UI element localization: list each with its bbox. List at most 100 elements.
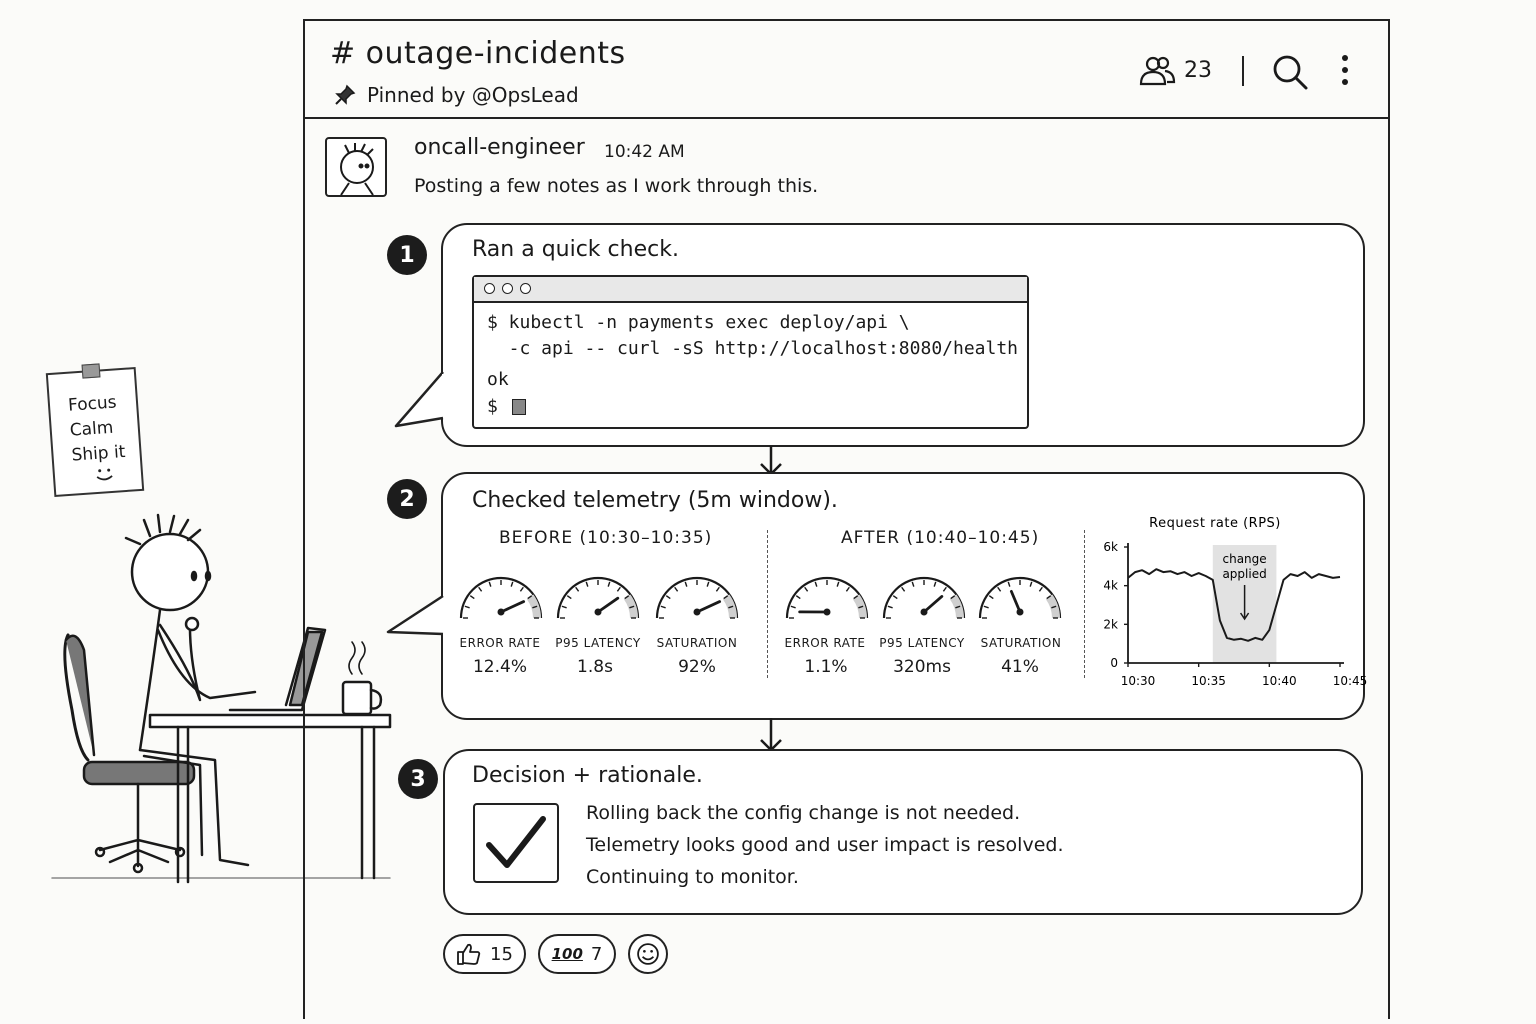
reaction-count: 15 <box>490 943 513 965</box>
x-tick-label: 10:30 <box>1121 674 1156 688</box>
y-tick-label: 0 <box>1110 656 1118 670</box>
window-dot-icon <box>520 283 531 294</box>
gauge-value: 320ms <box>893 657 951 677</box>
gauge-tick <box>1051 605 1057 609</box>
smiley-doodle-icon <box>96 468 113 481</box>
gauge-tick <box>469 595 475 600</box>
gauge-value: 92% <box>678 657 716 677</box>
gauge-tick <box>911 581 915 587</box>
search-icon[interactable] <box>1270 52 1310 92</box>
gauge-tick <box>616 586 621 592</box>
decision-line: Continuing to monitor. <box>586 866 799 888</box>
gauge-tick <box>988 595 994 600</box>
message-timestamp[interactable]: 10:42 AM <box>604 142 685 162</box>
gauge-tick <box>532 605 538 609</box>
window-dot-icon <box>502 283 513 294</box>
bubble-tail <box>394 371 446 428</box>
gauge-tick <box>836 581 840 587</box>
hundred-points-icon: 100 <box>551 945 583 963</box>
smiley-icon[interactable] <box>628 934 668 974</box>
gauge-tick <box>674 586 679 592</box>
x-tick-label: 10:35 <box>1191 674 1226 688</box>
gauge-value: 41% <box>1001 657 1039 677</box>
engineer-at-desk-illustration <box>51 513 392 884</box>
gauge-tick <box>955 605 961 609</box>
gauge-tick <box>527 595 533 600</box>
gauge-dial <box>655 576 739 619</box>
checkbox[interactable] <box>473 803 559 883</box>
terminal-line: -c api -- curl -sS http://localhost:8080… <box>487 338 1019 359</box>
gauge-tick <box>901 586 906 592</box>
message-author[interactable]: oncall-engineer <box>414 135 585 160</box>
gauge-tick <box>561 605 567 609</box>
gauge-needle <box>922 595 944 614</box>
gauge-tick <box>728 605 734 609</box>
gauge-hub <box>497 608 505 616</box>
gauge-tick <box>723 595 729 600</box>
decision-line: Rolling back the config change is not ne… <box>586 802 1021 824</box>
x-tick-label: 10:40 <box>1262 674 1297 688</box>
gauge-tick <box>804 586 809 592</box>
gauge-zone <box>722 594 737 618</box>
gauge-tick <box>629 605 635 609</box>
gauge-needle <box>596 596 620 614</box>
pin-icon <box>335 84 356 105</box>
gauge-dial <box>882 576 966 619</box>
annotation-label: applied <box>1222 567 1266 581</box>
gauge-tick <box>887 605 893 609</box>
terminal-window[interactable]: $ kubectl -n payments exec deploy/api \ … <box>472 275 1029 429</box>
reaction-thumbs-up[interactable]: 15 <box>443 934 526 974</box>
gauge-value: 1.1% <box>804 657 848 677</box>
note-line-2: Calm <box>69 417 115 441</box>
avatar-face-icon <box>340 143 374 196</box>
step-number-2: 2 <box>387 479 427 519</box>
terminal-titlebar <box>474 277 1027 303</box>
gauge-tick <box>478 586 483 592</box>
gauge-needle <box>499 600 526 614</box>
more-vertical-icon[interactable] <box>1332 52 1358 92</box>
annotation-label: change <box>1223 552 1267 566</box>
gauge-zone <box>526 594 541 618</box>
y-tick-label: 6k <box>1103 540 1118 554</box>
channel-title[interactable]: # outage-incidents <box>330 36 626 71</box>
step-3-title: Decision + rationale. <box>472 763 703 788</box>
step-number-3: 3 <box>398 759 438 799</box>
gauge-tick <box>684 581 688 587</box>
gauge-zone <box>852 594 867 618</box>
before-group-label: BEFORE (10:30–10:35) <box>499 528 713 548</box>
reaction-hundred[interactable]: 100 7 <box>538 934 616 974</box>
gauge-tick <box>624 595 630 600</box>
gauge-tick <box>510 581 514 587</box>
chart-title: Request rate (RPS) <box>1149 516 1281 531</box>
message-text: Posting a few notes as I work through th… <box>414 175 819 197</box>
thumbs-up-icon <box>457 943 481 965</box>
gauge-value: 1.8s <box>577 657 613 677</box>
pinned-by[interactable]: Pinned by @OpsLead <box>333 83 579 107</box>
tape-icon <box>81 363 101 379</box>
series-line <box>1127 568 1341 642</box>
gauge-tick <box>1046 595 1052 600</box>
checkmark-icon <box>486 816 546 868</box>
reaction-count: 7 <box>590 943 603 965</box>
members-button[interactable]: 23 <box>1138 54 1212 86</box>
channel-window <box>303 19 1390 1019</box>
gauge-tick <box>814 581 818 587</box>
gauge-tick <box>892 595 898 600</box>
pinned-by-text: Pinned by @OpsLead <box>367 83 579 107</box>
header-divider <box>1242 56 1244 86</box>
window-dot-icon <box>484 283 495 294</box>
y-tick-label: 2k <box>1103 617 1118 631</box>
gauge-tick <box>853 595 859 600</box>
gauge-tick <box>519 586 524 592</box>
gauge-tick <box>1038 586 1043 592</box>
note-line-3: Ship it <box>70 441 127 466</box>
avatar[interactable] <box>325 137 387 197</box>
after-group-label: AFTER (10:40–10:45) <box>841 528 1040 548</box>
annotation-arrow <box>1239 585 1250 621</box>
gauge-value: 12.4% <box>472 657 527 677</box>
terminal-line: $ kubectl -n payments exec deploy/api \ <box>487 312 910 333</box>
gauge-label: ERROR RATE <box>784 636 866 650</box>
member-count: 23 <box>1184 57 1212 83</box>
gauge-tick <box>790 605 796 609</box>
